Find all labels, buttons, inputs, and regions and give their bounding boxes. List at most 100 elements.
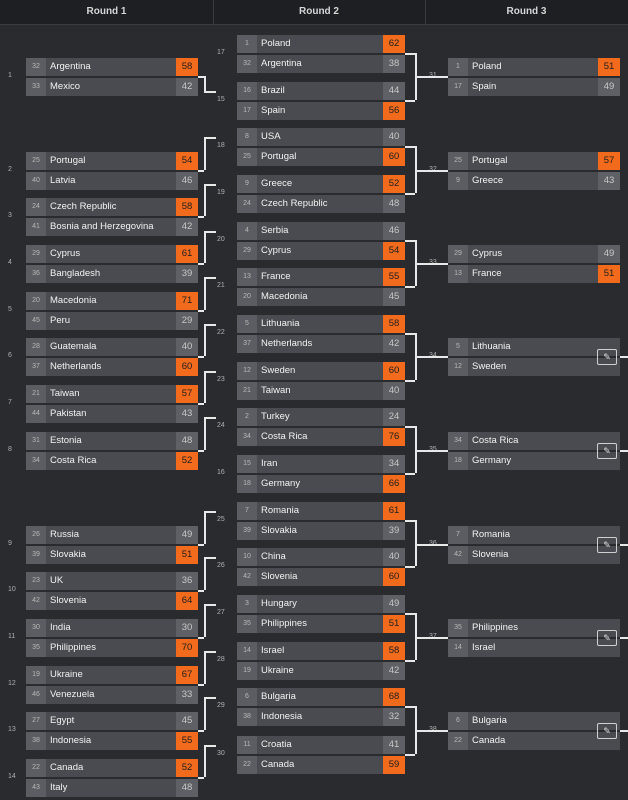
team-name: Lithuania (472, 341, 511, 352)
team-seed: 3 (237, 595, 257, 613)
match-number: 15 (217, 96, 225, 103)
pencil-edit-icon[interactable]: ✎ (597, 349, 617, 365)
team-seed: 19 (26, 666, 46, 684)
team-name: Germany (472, 455, 512, 466)
team-seed: 37 (237, 335, 257, 353)
team-name: Philippines (261, 618, 307, 629)
match-number: 10 (8, 586, 16, 593)
pencil-edit-icon[interactable]: ✎ (597, 537, 617, 553)
pencil-edit-icon[interactable]: ✎ (597, 443, 617, 459)
team-name: Bangladesh (50, 268, 101, 279)
bracket-connector (405, 520, 415, 522)
team-score: 55 (176, 732, 198, 750)
team-score: 29 (176, 312, 198, 330)
bracket-connector (405, 473, 415, 475)
bracket-connector (198, 637, 204, 639)
team-name: France (261, 271, 291, 282)
team-seed: 13 (237, 268, 257, 286)
team-seed: 12 (448, 358, 468, 376)
team-score: 56 (383, 102, 405, 120)
bracket-connector (204, 137, 206, 170)
pencil-edit-icon[interactable]: ✎ (597, 630, 617, 646)
pencil-edit-icon[interactable]: ✎ (597, 723, 617, 739)
